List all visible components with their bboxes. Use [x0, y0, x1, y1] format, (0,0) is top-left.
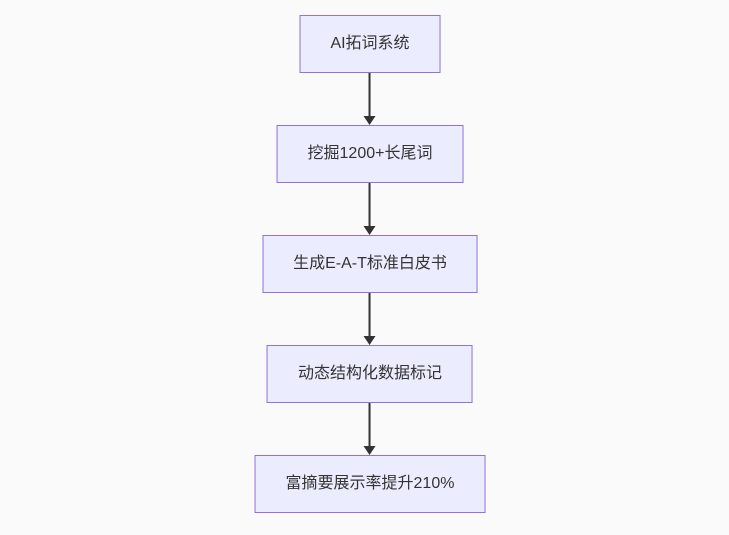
- arrowhead-down: [364, 116, 376, 125]
- flow-node-label: AI拓词系统: [330, 35, 410, 52]
- arrow-line: [369, 73, 371, 116]
- flow-node-structured-data-markup: 动态结构化数据标记: [266, 345, 473, 403]
- flowchart: AI拓词系统 挖掘1200+长尾词 生成E-A-T标准白皮书 动态结构化数据标记: [254, 15, 486, 513]
- arrow-line: [369, 183, 371, 226]
- arrowhead-down: [364, 226, 376, 235]
- flow-node-rich-snippet-result: 富摘要展示率提升210%: [254, 455, 486, 513]
- flow-arrow-1: [364, 73, 376, 125]
- arrow-line: [369, 293, 371, 336]
- flow-node-eat-whitepaper: 生成E-A-T标准白皮书: [262, 235, 478, 293]
- flow-node-label: 生成E-A-T标准白皮书: [293, 255, 447, 272]
- flow-node-label: 富摘要展示率提升210%: [285, 475, 455, 492]
- flow-node-longtail-mining: 挖掘1200+长尾词: [276, 125, 464, 183]
- arrowhead-down: [364, 446, 376, 455]
- flow-arrow-3: [364, 293, 376, 345]
- flow-arrow-4: [364, 403, 376, 455]
- arrow-line: [369, 403, 371, 446]
- flow-arrow-2: [364, 183, 376, 235]
- arrowhead-down: [364, 336, 376, 345]
- flow-node-label: 动态结构化数据标记: [297, 365, 442, 382]
- flow-node-label: 挖掘1200+长尾词: [307, 145, 433, 162]
- flow-node-ai-word-expansion: AI拓词系统: [299, 15, 441, 73]
